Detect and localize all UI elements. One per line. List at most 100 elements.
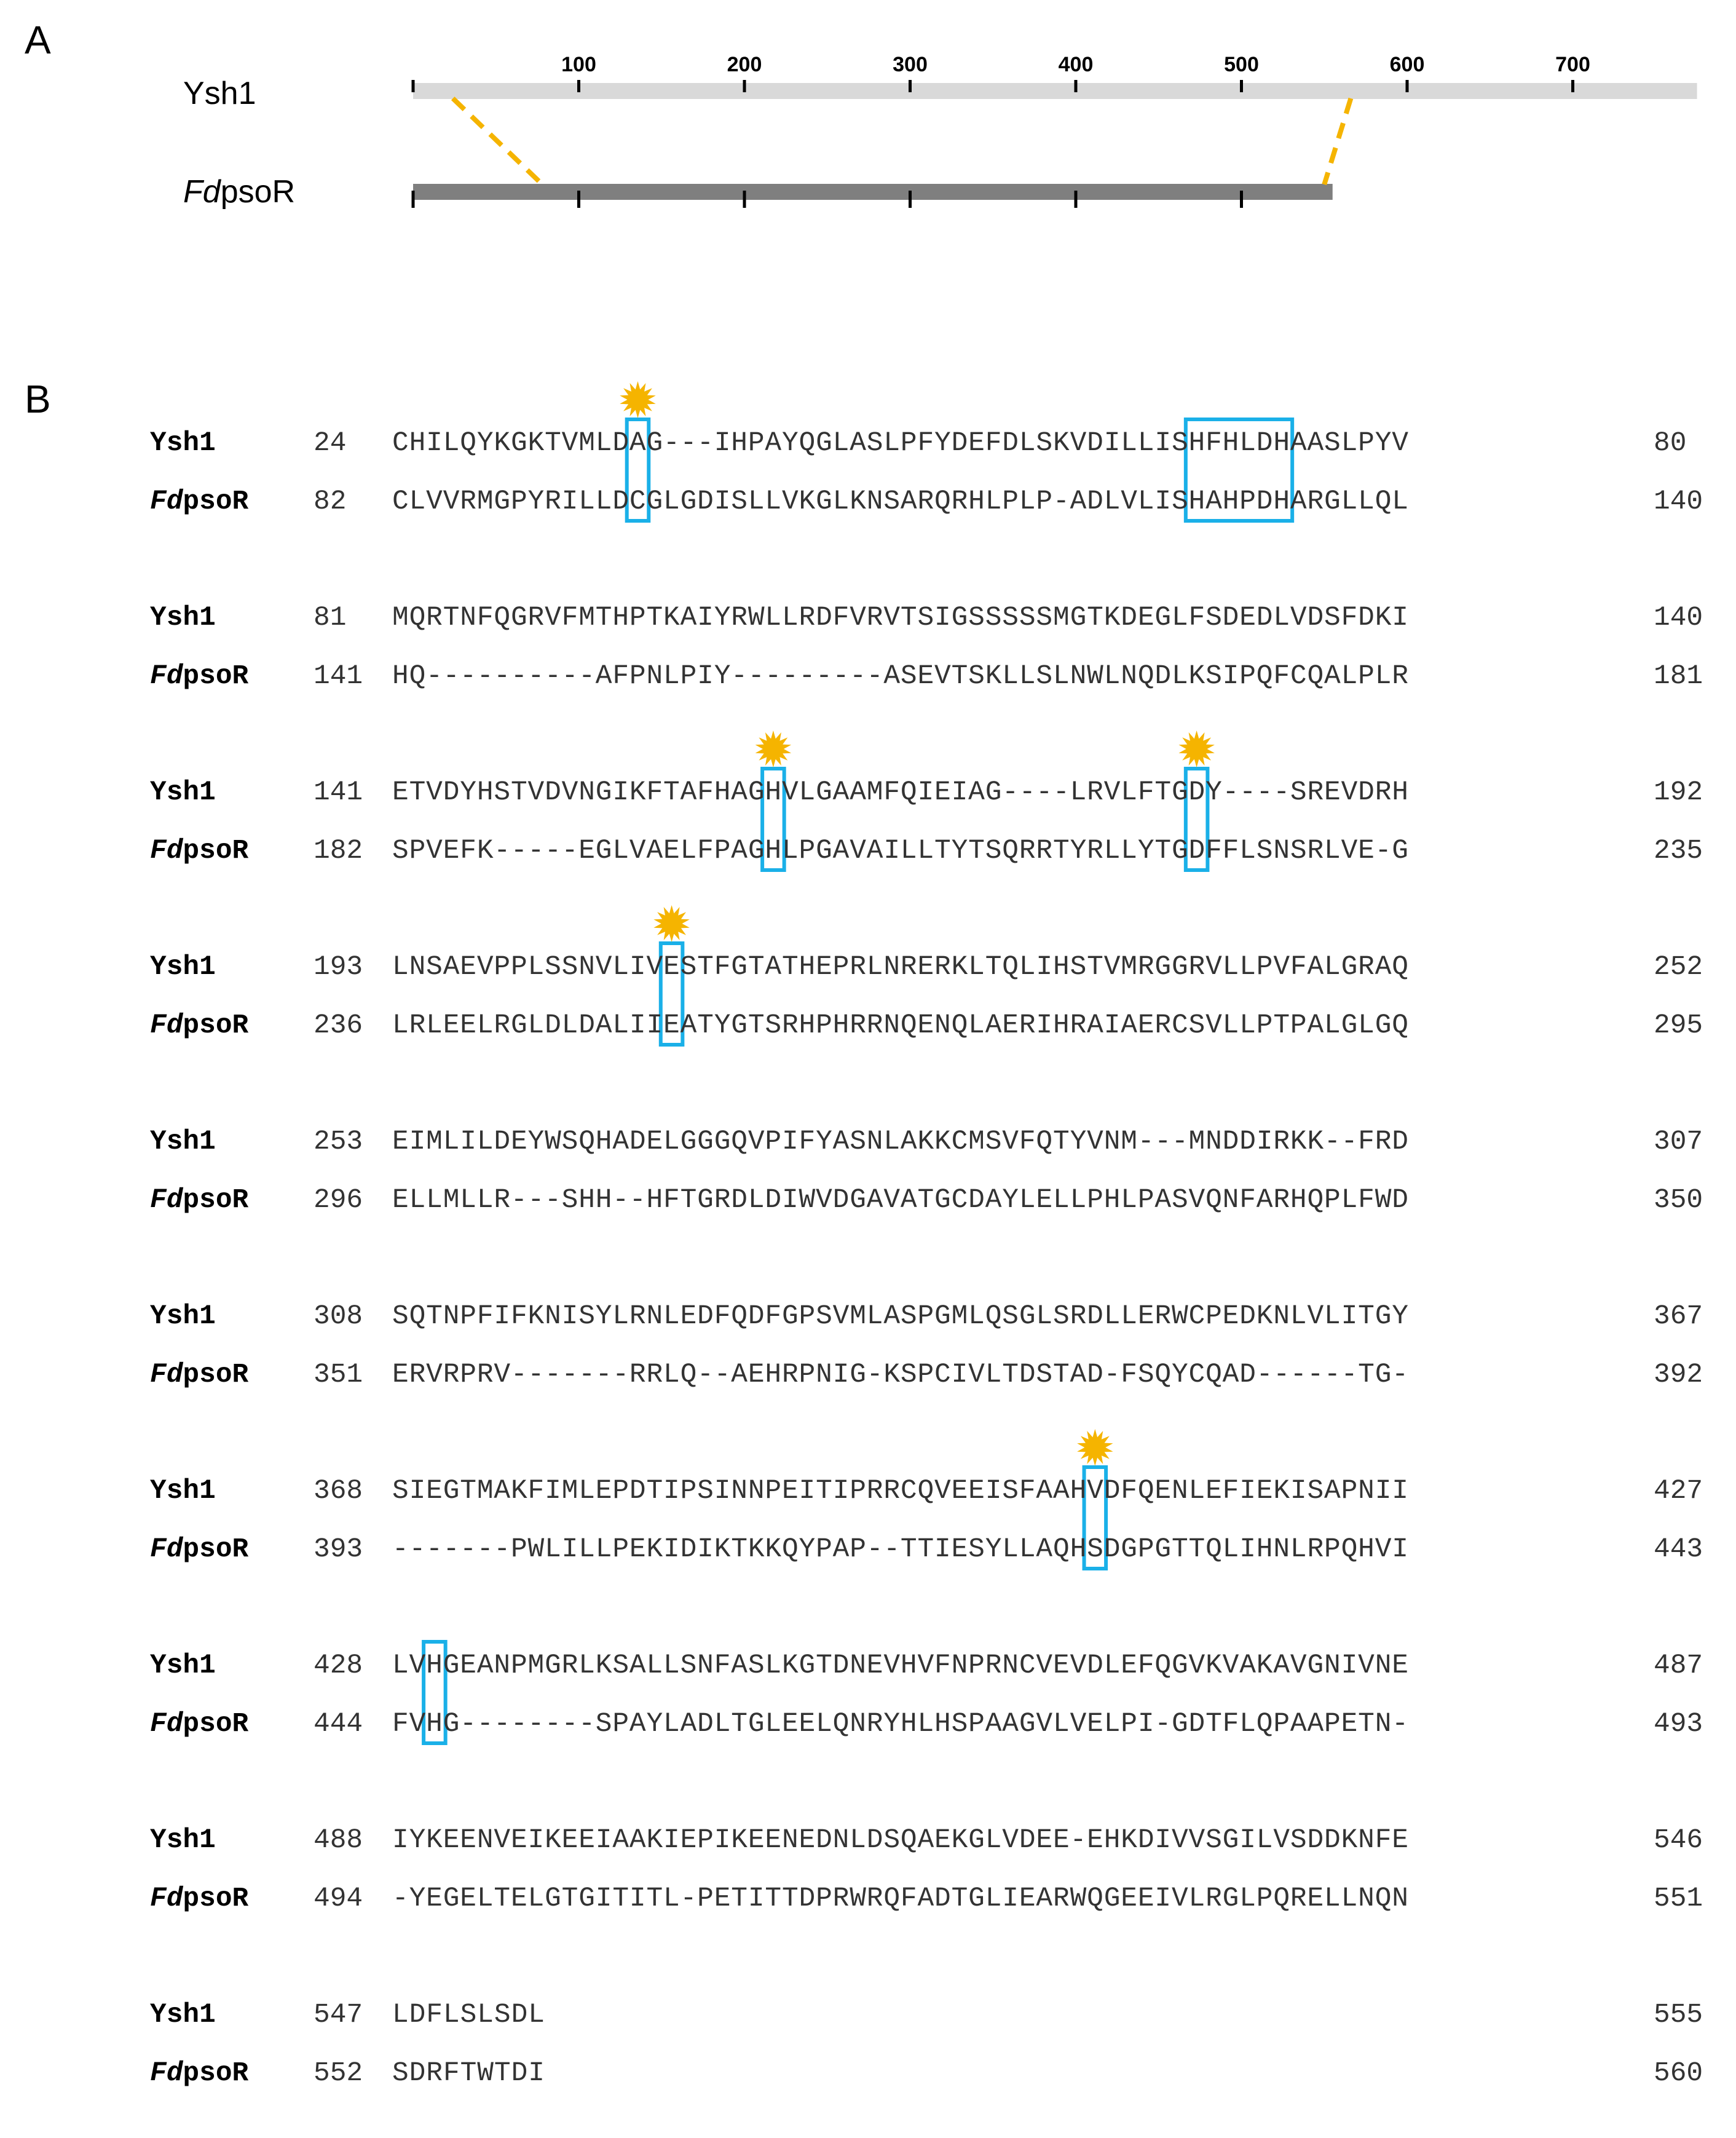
fdpsor-end-position: 140 (1654, 486, 1703, 517)
ysh1-end-position: 427 (1654, 1476, 1703, 1506)
name-italic-part: Fd (150, 486, 184, 517)
name-italic-part: Fd (150, 836, 184, 866)
fdpsor-sequence: -YEGELTELGTGITITL-PETITTDPRWRQFADTGLIEAR… (392, 1883, 1408, 1914)
name-italic-part: Fd (150, 1360, 184, 1390)
fdpsor-sequence: HQ----------AFPNLPIY---------ASEVTSKLLSL… (392, 661, 1408, 692)
conserved-motif-box (422, 1640, 448, 1745)
name-rest-part: psoR (183, 2058, 248, 2089)
fdpsor-end-position: 181 (1654, 661, 1703, 692)
fdpsor-sequence: LRLEELRGLDLDALIIEATYGTSRHPHRRNQENQLAERIH… (392, 1010, 1408, 1041)
fdpsor-end-position: 560 (1654, 2058, 1703, 2089)
ysh1-start-position: 193 (314, 952, 363, 983)
fdpsor-italic-prefix: Fd (183, 174, 221, 210)
ysh1-end-position: 546 (1654, 1825, 1703, 1856)
panel-b-label: B (25, 377, 51, 421)
ysh1-sequence: MQRTNFQGRVFMTHPTKAIYRWLLRDFVRVTSIGSSSSSM… (392, 603, 1408, 633)
scale-tick-label: 500 (1224, 53, 1259, 76)
ysh1-sequence: SQTNPFIFKNISYLRNLEDFQDFGPSVMLASPGMLQSGLS… (392, 1301, 1408, 1332)
name-italic-part: Fd (150, 1010, 184, 1041)
sequence-name-fdpsor: FdpsoR (150, 1360, 249, 1390)
ysh1-end-position: 80 (1654, 428, 1686, 459)
homology-mapping-line (451, 97, 544, 186)
sequence-name-ysh1: Ysh1 (150, 603, 216, 633)
conserved-motif-box (1183, 418, 1295, 523)
ysh1-sequence: IYKEENVEIKEEIAAKIEPIKEENEDNLDSQAEKGLVDEE… (392, 1825, 1408, 1856)
sequence-name-ysh1: Ysh1 (150, 1650, 216, 1681)
sequence-name-fdpsor: FdpsoR (150, 2058, 249, 2089)
homology-mapping-line (1322, 97, 1354, 186)
ysh1-sequence: LNSAEVPPLSSNVLIVESTFGTATHEPRLNRERKLTQLIH… (392, 952, 1408, 983)
conserved-motif-box (760, 767, 786, 872)
fdpsor-sequence: CLVVRMGPYRILLDCGLGDISLLVKGLKNSARQRHLPLP-… (392, 486, 1408, 517)
sequence-name-ysh1: Ysh1 (150, 428, 216, 459)
ysh1-sequence: LVHGEANPMGRLKSALLSNFASLKGTDNEVHVFNPRNCVE… (392, 1650, 1408, 1681)
sequence-name-fdpsor: FdpsoR (150, 1883, 249, 1914)
ysh1-sequence: LDFLSLSDL (392, 2000, 545, 2030)
fdpsor-start-position: 141 (314, 661, 363, 692)
name-rest-part: psoR (183, 486, 248, 517)
sequence-name-ysh1: Ysh1 (150, 1476, 216, 1506)
sequence-name-fdpsor: FdpsoR (150, 836, 249, 866)
ysh1-start-position: 308 (314, 1301, 363, 1332)
name-rest-part: psoR (183, 1534, 248, 1565)
fdpsor-end-position: 551 (1654, 1883, 1703, 1914)
fdpsor-sequence: SDRFTWTDI (392, 2058, 545, 2089)
ysh1-end-position: 487 (1654, 1650, 1703, 1681)
sequence-name-fdpsor: FdpsoR (150, 1709, 249, 1740)
ysh1-sequence: SIEGTMAKFIMLEPDTIPSINNPEITIPRRCQVEEISFAA… (392, 1476, 1408, 1506)
fdpsor-end-position: 350 (1654, 1185, 1703, 1216)
fdpsor-start-position: 494 (314, 1883, 363, 1914)
sequence-name-ysh1: Ysh1 (150, 2000, 216, 2030)
name-rest-part: psoR (183, 1010, 248, 1041)
name-rest-part: psoR (183, 1185, 248, 1216)
name-rest-part: psoR (183, 661, 248, 692)
fdpsor-start-position: 236 (314, 1010, 363, 1041)
sequence-name-ysh1: Ysh1 (150, 1301, 216, 1332)
fdpsor-sequence: ERVRPRV-------RRLQ--AEHRPNIG-KSPCIVLTDST… (392, 1360, 1408, 1390)
ysh1-sequence: EIMLILDEYWSQHADELGGGQVPIFYASNLAKKCMSVFQT… (392, 1126, 1408, 1157)
ysh1-sequence: CHILQYKGKTVMLDAG---IHPAYQGLASLPFYDEFDLSK… (392, 428, 1408, 459)
fdpsor-sequence: SPVEFK-----EGLVAELFPAGHLPGAVAILLTYTSQRRT… (392, 836, 1408, 866)
scale-tick-label: 700 (1555, 53, 1590, 76)
name-rest-part: psoR (183, 1360, 248, 1390)
fdpsor-end-position: 443 (1654, 1534, 1703, 1565)
sequence-name-ysh1: Ysh1 (150, 1825, 216, 1856)
fdpsor-start-position: 296 (314, 1185, 363, 1216)
ysh1-end-position: 555 (1654, 2000, 1703, 2030)
scale-tick-label: 300 (893, 53, 928, 76)
conserved-motif-box (1082, 1465, 1108, 1570)
fdpsor-start-position: 82 (314, 486, 346, 517)
ysh1-end-position: 252 (1654, 952, 1703, 983)
ysh1-start-position: 428 (314, 1650, 363, 1681)
name-italic-part: Fd (150, 2058, 184, 2089)
ysh1-end-position: 367 (1654, 1301, 1703, 1332)
scale-tick-label: 400 (1059, 53, 1094, 76)
fdpsor-track-label: FdpsoR (183, 173, 295, 210)
name-rest-part: psoR (183, 1883, 248, 1914)
ysh1-end-position: 307 (1654, 1126, 1703, 1157)
conserved-motif-box (1183, 767, 1210, 872)
sequence-name-fdpsor: FdpsoR (150, 486, 249, 517)
catalytic-residue-star (755, 730, 792, 767)
fdpsor-start-position: 393 (314, 1534, 363, 1565)
ysh1-sequence: ETVDYHSTVDVNGIKFTAFHAGHVLGAAMFQIEIAG----… (392, 777, 1408, 808)
sequence-name-fdpsor: FdpsoR (150, 661, 249, 692)
conserved-motif-box (625, 418, 651, 523)
ysh1-start-position: 488 (314, 1825, 363, 1856)
ysh1-start-position: 24 (314, 428, 346, 459)
fdpsor-start-position: 351 (314, 1360, 363, 1390)
fdpsor-end-position: 493 (1654, 1709, 1703, 1740)
name-italic-part: Fd (150, 661, 184, 692)
sequence-name-ysh1: Ysh1 (150, 952, 216, 983)
scale-tick-label: 200 (727, 53, 762, 76)
name-italic-part: Fd (150, 1709, 184, 1740)
fdpsor-sequence: -------PWLILLPEKIDIKTKKQYPAP--TTIESYLLAQ… (392, 1534, 1408, 1565)
catalytic-residue-star (653, 905, 690, 942)
name-rest-part: psoR (183, 1709, 248, 1740)
ysh1-start-position: 141 (314, 777, 363, 808)
panel-a-label: A (25, 18, 51, 62)
catalytic-residue-star (1178, 730, 1215, 767)
scale-tick-label: 100 (561, 53, 596, 76)
sequence-name-fdpsor: FdpsoR (150, 1010, 249, 1041)
